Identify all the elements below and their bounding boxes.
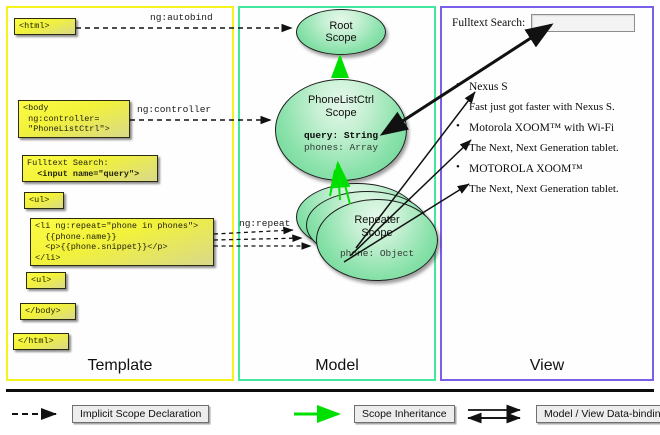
scope-repeater-props: phone: Object: [340, 248, 414, 260]
legend-label: Model / View Data-binding: [536, 405, 660, 423]
scope-phonelistctrl-props: query: String phones: Array: [304, 130, 378, 153]
phone-snippet: Fast just got faster with Nexus S.: [469, 101, 615, 113]
list-item: MOTOROLA XOOM™ The Next, Next Generation…: [452, 161, 646, 196]
scope-title-line2: Scope: [361, 226, 393, 239]
view-search-label: Fulltext Search:: [452, 17, 526, 29]
connector-label-ng-autobind: ng:autobind: [150, 12, 213, 23]
view-search-row: Fulltext Search:: [452, 14, 646, 32]
double-arrow-icon: [467, 404, 521, 424]
scope-title-line2: Scope: [325, 32, 357, 44]
code-line: <li ng:repeat="phone in phones">: [35, 221, 199, 231]
scope-prop-phones: phones: Array: [303, 141, 379, 153]
code-line: ng:controller=: [23, 113, 100, 124]
code-box-ul-close: <ul>: [26, 272, 66, 289]
view-phone-list: Nexus S Fast just got faster with Nexus …: [452, 79, 646, 196]
code-box-body-open: <body ng:controller= "PhoneListCtrl">: [18, 100, 130, 138]
code-line: <p>{{phone.snippet}}</p>: [35, 242, 168, 252]
phone-name: Nexus S: [469, 81, 508, 93]
legend-item-scope-inheritance: Scope Inheritance: [292, 403, 455, 425]
column-label-model: Model: [315, 357, 359, 374]
connector-label-ng-repeat: ng:repeat: [239, 218, 291, 229]
legend-divider: [6, 389, 654, 392]
legend: Implicit Scope Declaration Scope Inherit…: [0, 398, 660, 430]
code-box-html-open: <html>: [14, 18, 76, 35]
scope-prop-phone: phone: Object: [339, 248, 415, 259]
code-box-ul-open: <ul>: [24, 192, 64, 209]
scope-prop-query: query: String: [303, 130, 379, 141]
code-line-bold: <input name="query">: [27, 168, 140, 179]
list-item: Motorola XOOM™ with Wi-Fi The Next, Next…: [452, 120, 646, 155]
dashed-arrow-icon: [12, 408, 57, 420]
legend-label: Implicit Scope Declaration: [72, 405, 210, 423]
code-box-li-repeat: <li ng:repeat="phone in phones"> {{phone…: [30, 218, 214, 266]
list-item: Nexus S Fast just got faster with Nexus …: [452, 79, 646, 114]
code-line: {{phone.name}}: [35, 231, 117, 242]
connector-label-ng-controller: ng:controller: [137, 104, 212, 115]
code-line: Fulltext Search:: [27, 158, 109, 168]
code-box-body-close: </body>: [20, 303, 76, 320]
code-line: "PhoneListCtrl">: [23, 124, 110, 134]
column-label-view: View: [529, 357, 565, 374]
scope-title-line1: Repeater: [354, 214, 400, 226]
phone-snippet: The Next, Next Generation tablet.: [469, 142, 619, 154]
phone-name: MOTOROLA XOOM™: [469, 163, 583, 175]
phone-name: Motorola XOOM™ with Wi-Fi: [469, 122, 615, 134]
phone-snippet: The Next, Next Generation tablet.: [469, 183, 619, 195]
scope-title-line1: PhoneListCtrl: [307, 94, 375, 106]
view-content: Fulltext Search: Nexus S Fast just got f…: [452, 14, 646, 344]
code-box-fulltext-search: Fulltext Search: <input name="query">: [22, 155, 158, 182]
scope-title-line1: Root: [329, 19, 353, 32]
code-box-html-close: </html>: [13, 333, 69, 350]
code-line: </li>: [35, 252, 61, 263]
legend-item-model-view-data-binding: Model / View Data-binding: [466, 403, 660, 425]
legend-item-implicit-scope-declaration: Implicit Scope Declaration: [10, 403, 210, 425]
legend-label: Scope Inheritance: [354, 405, 455, 423]
fulltext-search-input[interactable]: [531, 14, 636, 32]
scope-title-line2: Scope: [325, 106, 357, 119]
green-arrow-icon: [294, 405, 341, 423]
column-label-template: Template: [87, 357, 153, 374]
code-line: <body: [23, 103, 49, 113]
